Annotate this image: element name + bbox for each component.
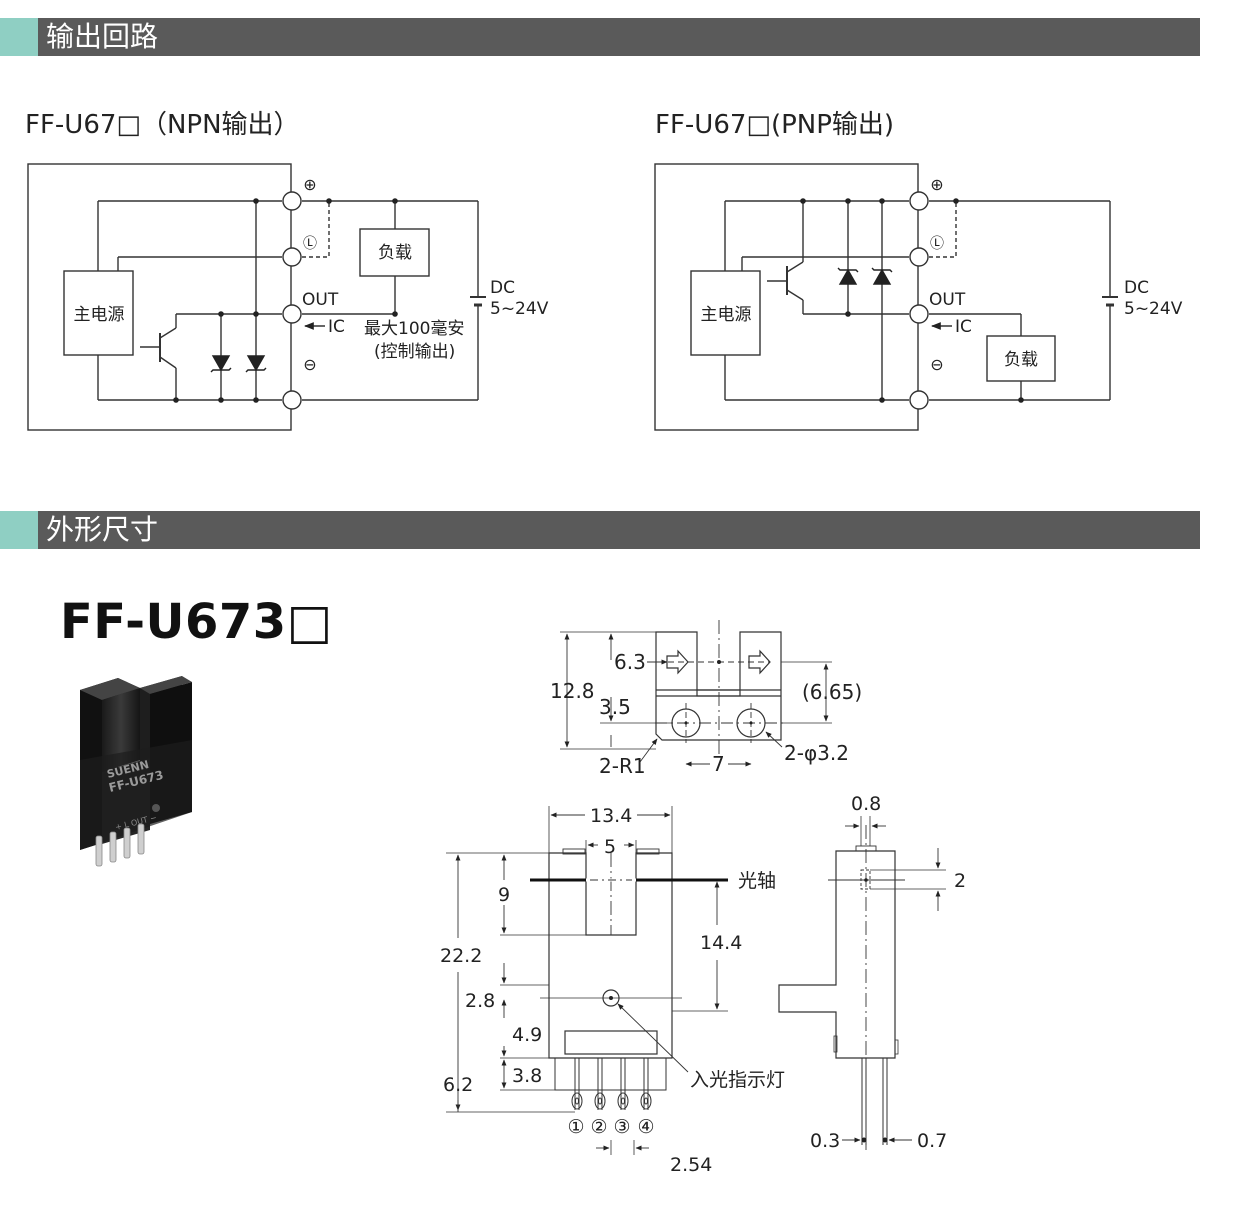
dim-2-r1: 2-R1 bbox=[599, 754, 646, 778]
npn-load-label: 负载 bbox=[378, 243, 412, 263]
side-view-drawing bbox=[778, 816, 946, 1150]
pnp-plus-terminal-label: ⊕ bbox=[930, 175, 943, 194]
npn-max-current-label: 最大100毫安 bbox=[364, 319, 464, 339]
pin-4-label: ④ bbox=[637, 1116, 654, 1138]
dim-hole: 2-φ3.2 bbox=[784, 741, 849, 765]
npn-minus-terminal-label: ⊖ bbox=[303, 355, 316, 374]
npn-circuit-title: FF-U67□（NPN输出） bbox=[25, 110, 300, 140]
npn-dc-label: DC bbox=[490, 278, 515, 298]
pnp-sensor-box bbox=[654, 163, 919, 431]
npn-out-terminal-label: OUT bbox=[302, 290, 339, 310]
pin-2-label: ② bbox=[590, 1116, 607, 1138]
top-view-drawing bbox=[560, 620, 832, 767]
npn-sensor-box bbox=[27, 163, 292, 431]
section-bar-circuit: 输出回路 bbox=[0, 18, 1200, 56]
pnp-minus-terminal-label: ⊖ bbox=[930, 355, 943, 374]
pnp-load-label: 负载 bbox=[1004, 350, 1038, 370]
side-view-dots bbox=[861, 878, 888, 1143]
section-title-circuit: 输出回路 bbox=[46, 20, 159, 53]
npn-voltage-label: 5~24V bbox=[490, 299, 549, 319]
pnp-dc-label: DC bbox=[1124, 278, 1149, 298]
pnp-junctions bbox=[800, 198, 1024, 403]
pin-1-label: ① bbox=[567, 1116, 584, 1138]
dim-12-8: 12.8 bbox=[550, 679, 595, 703]
product-model-title: FF-U673□ bbox=[60, 594, 333, 650]
section-accent bbox=[0, 18, 38, 56]
pnp-ic-label: IC bbox=[955, 317, 972, 337]
top-view-center-dots bbox=[684, 660, 753, 725]
npn-main-power-label: 主电源 bbox=[74, 305, 125, 325]
npn-l-terminal-label: Ⓛ bbox=[303, 236, 317, 252]
dim-14-4: 14.4 bbox=[700, 932, 742, 954]
dim-6-65: (6.65) bbox=[802, 680, 862, 704]
pin-3-label: ③ bbox=[613, 1116, 630, 1138]
dim-13-4: 13.4 bbox=[590, 805, 632, 827]
dim-9: 9 bbox=[498, 884, 510, 906]
dim-2-8: 2.8 bbox=[465, 990, 495, 1012]
npn-zener-diodes bbox=[210, 355, 267, 373]
dim-2: 2 bbox=[954, 870, 966, 892]
pnp-circuit-diagram bbox=[654, 163, 1118, 431]
pnp-zener-diodes bbox=[837, 267, 893, 285]
optical-axis-label: 光轴 bbox=[738, 870, 776, 892]
dim-6-3: 6.3 bbox=[614, 650, 646, 674]
dim-2-54: 2.54 bbox=[670, 1154, 712, 1176]
npn-junctions bbox=[173, 198, 398, 403]
dim-7: 7 bbox=[712, 752, 725, 776]
dim-0-8: 0.8 bbox=[851, 793, 881, 815]
product-photo: SUENN FF-U673 + L OUT − bbox=[80, 676, 192, 867]
pnp-circuit-title: FF-U67□(PNP输出) bbox=[655, 110, 895, 140]
dim-5: 5 bbox=[604, 836, 616, 858]
dim-3-5: 3.5 bbox=[599, 695, 631, 719]
pnp-voltage-label: 5~24V bbox=[1124, 299, 1183, 319]
indicator-led-dot bbox=[609, 996, 613, 1000]
npn-control-output-label: (控制输出) bbox=[374, 342, 455, 362]
dim-3-8: 3.8 bbox=[512, 1065, 542, 1087]
front-view-drawing bbox=[446, 806, 728, 1155]
section-bar-dimensions: 外形尺寸 bbox=[0, 511, 1200, 549]
npn-circuit-diagram bbox=[27, 163, 486, 431]
dim-6-2: 6.2 bbox=[443, 1074, 473, 1096]
dim-0-3: 0.3 bbox=[810, 1130, 840, 1152]
section-accent bbox=[0, 511, 38, 549]
dim-0-7: 0.7 bbox=[917, 1130, 947, 1152]
pnp-l-terminal-label: Ⓛ bbox=[930, 236, 944, 252]
npn-plus-terminal-label: ⊕ bbox=[303, 175, 316, 194]
section-title-dimensions: 外形尺寸 bbox=[46, 513, 159, 546]
dim-4-9: 4.9 bbox=[512, 1024, 542, 1046]
pnp-main-power-label: 主电源 bbox=[701, 305, 752, 325]
pnp-out-terminal-label: OUT bbox=[929, 290, 966, 310]
npn-ic-label: IC bbox=[328, 317, 345, 337]
indicator-label: 入光指示灯 bbox=[690, 1069, 785, 1091]
dim-22-2: 22.2 bbox=[440, 945, 482, 967]
